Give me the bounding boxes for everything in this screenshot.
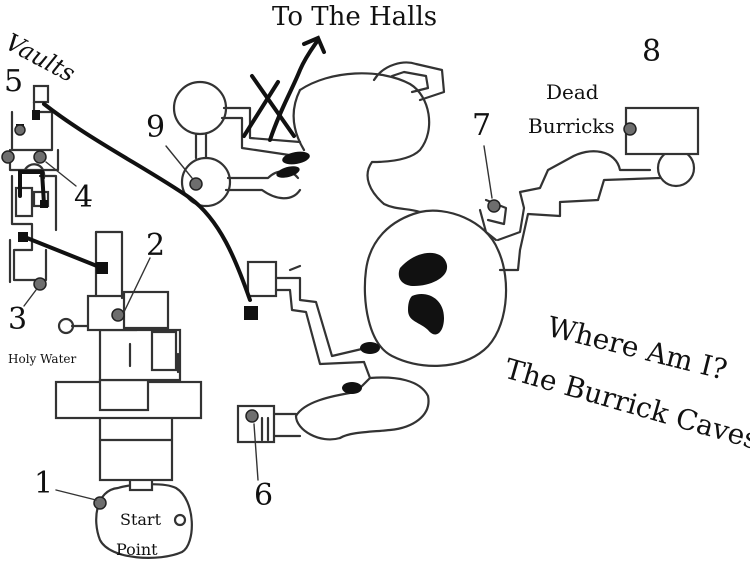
location-label-5: 5: [4, 64, 24, 99]
route-arrowhead: [302, 35, 326, 54]
marker-2: [111, 308, 125, 322]
marker-8: [623, 122, 637, 136]
location-label-7: 7: [472, 108, 492, 143]
location-label-1: 1: [34, 466, 54, 501]
cave-obstacles: [16, 110, 448, 394]
location-label-6: 6: [254, 478, 274, 513]
start-label-1: Start: [120, 510, 162, 529]
cave-complex-walls: [172, 61, 700, 444]
marker-4b: [1, 150, 15, 164]
route-lines: [18, 35, 326, 302]
marker-1: [93, 496, 107, 510]
location-label-9: 9: [146, 110, 166, 145]
marker-3: [33, 277, 47, 291]
start-label-2: Point: [116, 540, 158, 559]
dead-burricks-label-2: Burricks: [528, 114, 615, 138]
marker-9: [189, 177, 203, 191]
marker-4: [33, 150, 47, 164]
leader-lines: [23, 145, 493, 501]
marker-7: [487, 199, 501, 213]
location-label-3: 3: [8, 302, 28, 337]
map-title: To The Halls: [272, 2, 438, 32]
location-markers: [1, 122, 637, 510]
dead-burricks-label-1: Dead: [546, 80, 599, 104]
route-vault-to-room: [42, 102, 252, 302]
blocked-cross-b: [250, 74, 296, 138]
location-label-2: 2: [146, 228, 166, 263]
blocked-cross-a: [242, 80, 280, 138]
holy-water-label: Holy Water: [8, 352, 77, 366]
marker-6: [245, 409, 259, 423]
location-label-8: 8: [642, 34, 662, 69]
location-label-4: 4: [74, 180, 94, 215]
route-vault-loop: [18, 170, 46, 206]
route-vault-connector: [20, 234, 104, 270]
marker-5: [14, 124, 26, 136]
start-area-walls: [54, 230, 203, 559]
